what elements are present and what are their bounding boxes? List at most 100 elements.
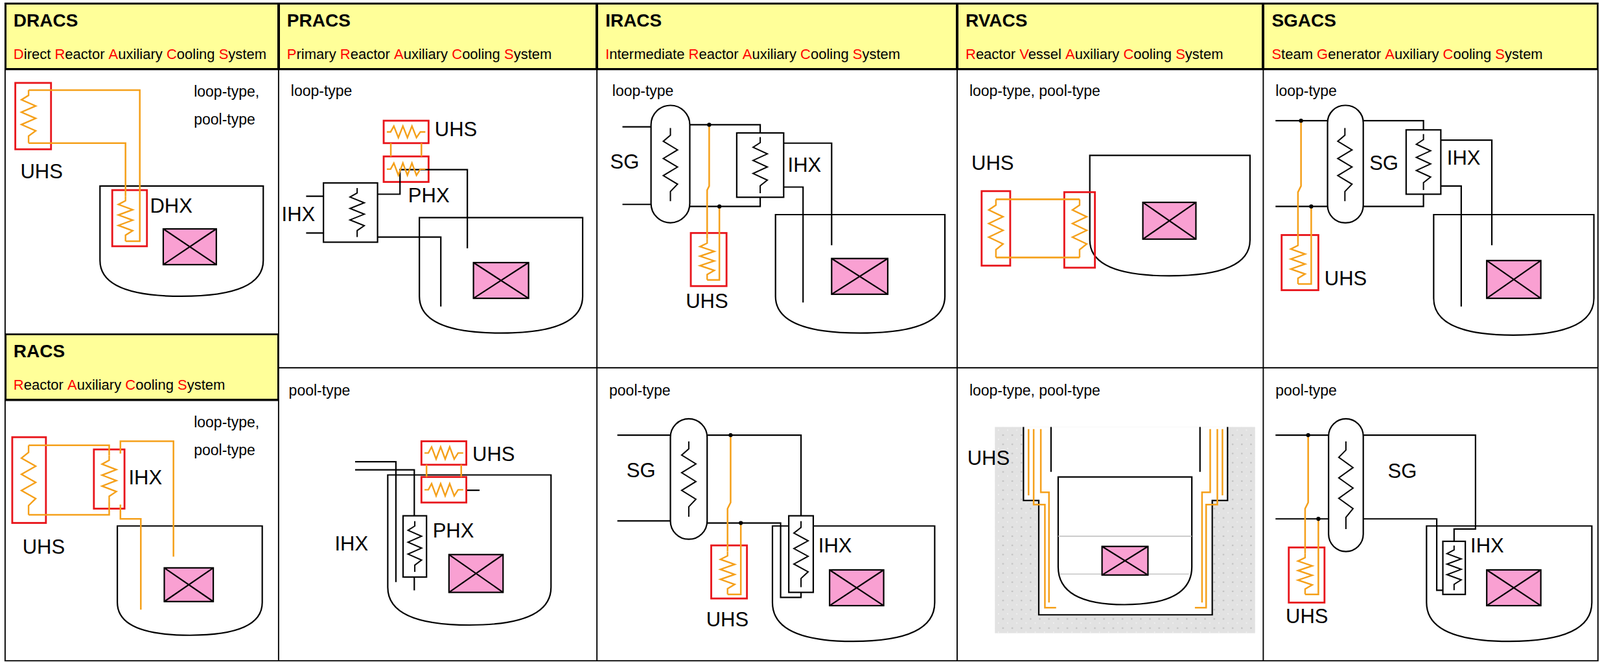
- steam-generator: [670, 418, 708, 540]
- reactor-vessel: [419, 217, 583, 334]
- uhs-box: [981, 191, 1011, 266]
- reactor-type-note: loop-type: [1275, 82, 1337, 99]
- component-label: SG: [1387, 460, 1417, 483]
- word: Auxiliary: [108, 46, 163, 63]
- reactor-type-note: loop-type, pool-type: [193, 77, 272, 133]
- word: Cooling: [1123, 46, 1172, 63]
- coil-symbol: [988, 198, 1004, 258]
- system-name: Reactor Vessel Auxiliary Cooling System: [965, 46, 1224, 63]
- component-label: IHX: [1447, 147, 1481, 170]
- uhs-box: [421, 441, 466, 465]
- uhs-box: [690, 232, 727, 286]
- ihx-box: [1443, 541, 1466, 595]
- component-label: PHX: [408, 185, 450, 207]
- component-label: IHX: [128, 467, 163, 489]
- concrete-silo: [994, 427, 1256, 634]
- dhx-box: [112, 189, 148, 247]
- word: System: [852, 46, 901, 63]
- component-label: SG: [1369, 152, 1399, 175]
- component-label: IHX: [818, 535, 853, 557]
- coil-symbol: [386, 163, 426, 176]
- reactor-type-note: loop-type: [290, 82, 353, 99]
- system-acronym: SGACS: [1271, 11, 1337, 32]
- header-band: IRACSIntermediate Reactor Auxiliary Cool…: [596, 3, 958, 70]
- reactor-core: [1143, 202, 1197, 240]
- reactor-core: [163, 228, 217, 265]
- reactor-core: [1102, 546, 1149, 575]
- component-label: IHX: [788, 154, 822, 177]
- core-cross: [1143, 202, 1197, 240]
- junction-dot: [728, 432, 733, 437]
- coil-symbol: [681, 441, 696, 518]
- coil-symbol: [720, 551, 735, 595]
- pipe: [1275, 120, 1492, 307]
- junction-dot: [1298, 118, 1303, 123]
- steam-generator: [651, 105, 691, 223]
- core-cross: [449, 554, 503, 592]
- word: Reactor: [13, 377, 64, 393]
- word: Auxiliary: [394, 46, 448, 63]
- word: Reactor: [965, 46, 1016, 63]
- component-label: UHS: [1285, 605, 1328, 628]
- coolant-loop: [996, 198, 1080, 258]
- component-label: IHX: [334, 533, 369, 555]
- core-cross: [163, 228, 217, 265]
- word: System: [1495, 46, 1543, 63]
- system-name: Primary Reactor Auxiliary Cooling System: [287, 46, 552, 63]
- system-acronym: RVACS: [965, 11, 1028, 32]
- word: Auxiliary: [742, 46, 797, 63]
- component-label: UHS: [434, 119, 477, 141]
- coil-symbol: [1338, 441, 1354, 529]
- phx-box: [421, 476, 466, 503]
- word: Reactor: [340, 46, 391, 63]
- coil-symbol: [1447, 544, 1462, 590]
- reactor-vessel: [99, 185, 264, 297]
- reactor-vessel: [1089, 155, 1251, 277]
- uhs-box: [15, 82, 52, 150]
- component-label: DHX: [149, 195, 192, 218]
- component-label: SG: [626, 460, 656, 482]
- core-cross: [164, 567, 214, 602]
- word: System: [504, 46, 552, 63]
- reactor-core: [1486, 569, 1541, 606]
- coil-symbol: [1416, 134, 1431, 191]
- reactor-core: [829, 569, 884, 606]
- coil-symbol: [699, 239, 715, 280]
- reactor-type-note: loop-type: [612, 82, 674, 99]
- ihx-box: [323, 182, 378, 242]
- system-acronym: RACS: [13, 341, 65, 362]
- steam-generator: [1328, 418, 1364, 552]
- word: Auxiliary: [1384, 46, 1439, 63]
- component-label: IHX: [281, 203, 316, 225]
- system-name: Intermediate Reactor Auxiliary Cooling S…: [605, 46, 901, 63]
- word: Direct: [13, 46, 51, 63]
- reactor-core: [1486, 260, 1541, 299]
- word: Cooling: [166, 46, 216, 63]
- header-band: SGACSSteam Generator Auxiliary Cooling S…: [1263, 3, 1598, 70]
- coil-symbol: [21, 90, 36, 144]
- pipe: [355, 461, 480, 590]
- coolant-loop: [28, 441, 174, 610]
- reactor-vessel: [1426, 525, 1592, 641]
- coil-symbol: [753, 136, 768, 194]
- reactor-type-note: loop-type, pool-type: [969, 82, 1101, 99]
- word: System: [1175, 46, 1223, 63]
- cavity-wall: [1023, 427, 1228, 615]
- word: Intermediate: [605, 46, 685, 63]
- core-cross: [829, 569, 884, 606]
- coil-symbol: [663, 127, 678, 201]
- word: Cooling: [125, 377, 174, 393]
- component-label: IHX: [1470, 535, 1505, 557]
- component-label: SG: [610, 151, 640, 174]
- coil-symbol: [1337, 127, 1352, 201]
- header-band: RACSReactor Auxiliary Cooling System: [5, 333, 279, 400]
- coolant-loop: [707, 124, 720, 280]
- ihx-box: [93, 449, 125, 509]
- steam-generator: [1327, 105, 1364, 223]
- ihx-box: [1406, 129, 1442, 194]
- coil-symbol: [1298, 553, 1313, 595]
- word: Cooling: [451, 46, 501, 63]
- coil-symbol: [793, 520, 809, 587]
- word: Steam: [1271, 46, 1313, 63]
